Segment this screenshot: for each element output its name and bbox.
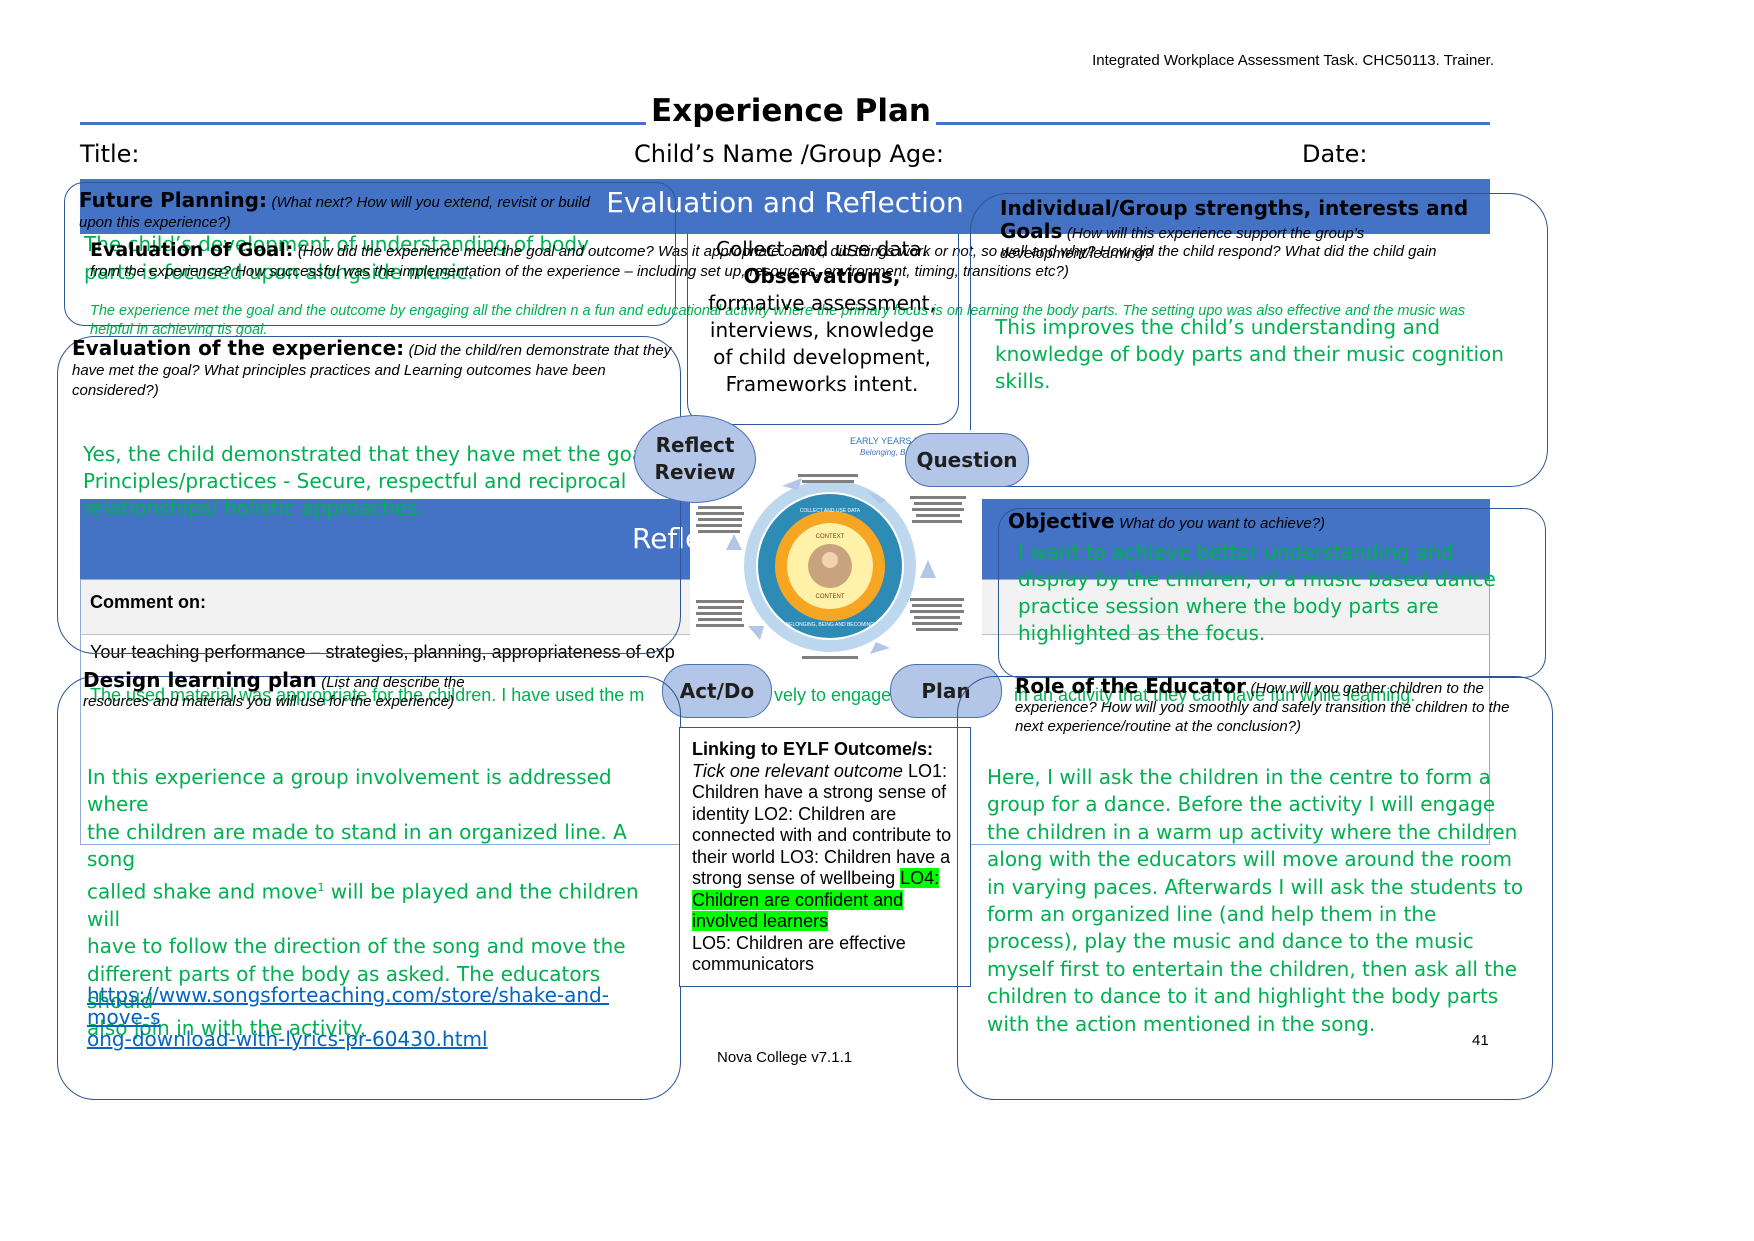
page-number: 41	[1472, 1032, 1489, 1049]
collect-data-line2: Observations, formative assessment, inte…	[700, 263, 944, 398]
doc-reference: Integrated Workplace Assessment Task. CH…	[1092, 52, 1494, 69]
core-context: CONTEXT	[816, 534, 845, 540]
objective-hint: What do you want to achieve?)	[1119, 515, 1326, 532]
objective-heading: Objective What do you want to achieve?)	[1008, 510, 1528, 535]
design-plan-label: Design learning plan	[83, 668, 317, 692]
observations-label: Observations,	[743, 264, 901, 288]
evaluation-reflection-bar	[80, 179, 1490, 234]
future-planning-answer: The child’s development of understanding…	[84, 232, 589, 284]
core-content: CONTENT	[816, 594, 845, 600]
role-educator-label: Role of the Educator	[1015, 674, 1246, 698]
design-line5: different parts of the body as asked. Th…	[87, 961, 601, 1013]
eylf-label: Linking to EYLF Outcome/s:	[692, 739, 934, 759]
comment-answer-right: in an activity that they can have fun wh…	[1014, 685, 1416, 705]
evaluation-experience-answer: Yes, the child demonstrated that they ha…	[83, 441, 663, 522]
outer-ring-label: COLLECT AND USE DATA	[800, 508, 861, 514]
future-planning-box	[64, 182, 676, 326]
eylf-lo1: LO1: Children have a strong sense of ide…	[692, 760, 947, 824]
song-link-line1[interactable]: https://www.songsforteaching.com/store/s…	[87, 983, 609, 1029]
comment-text: Your teaching performance – strategies, …	[90, 642, 675, 662]
evaluation-answer-line3: relationships/ holistic approaches.	[83, 496, 424, 520]
comment-label: Comment on:	[90, 592, 206, 612]
comment-answer-mid: vely to engage	[774, 685, 892, 705]
date-label: Date:	[1302, 140, 1368, 168]
role-educator-hint: (How will you gather children to the exp…	[1015, 680, 1510, 735]
eylf-box	[679, 727, 971, 987]
design-plan-heading: Design learning plan (List and describe …	[83, 668, 503, 711]
song-link[interactable]: https://www.songsforteaching.com/store/s…	[87, 984, 667, 1050]
eylf-content: Linking to EYLF Outcome/s: Tick one rele…	[692, 739, 960, 976]
eylf-lo5: LO5: Children are effective communicator…	[692, 932, 906, 975]
design-line3a: called shake and move	[87, 879, 318, 904]
objective-label: Objective	[1008, 509, 1115, 533]
collect-data-text: Collect and use data. Observations, form…	[700, 236, 944, 398]
design-line6: also join in with the activity.	[87, 1016, 366, 1041]
strengths-box	[970, 193, 1548, 487]
design-line4: have to follow the direction of the song…	[87, 934, 626, 959]
collect-data-line1: Collect and use data.	[716, 237, 928, 261]
role-educator-box	[957, 676, 1553, 1100]
eylf-lo2: LO2: Children are connected with and con…	[692, 803, 952, 867]
collect-data-detail: formative assessment, interviews, knowle…	[708, 291, 936, 396]
role-educator-heading: Role of the Educator (How will you gathe…	[1015, 674, 1535, 736]
eylf-lo3: LO3: Children have a strong sense of wel…	[692, 846, 951, 889]
comment-answer-left: The used material was appropriate for th…	[90, 685, 645, 705]
future-planning-label: Future Planning:	[79, 188, 267, 212]
evaluation-experience-hint: (Did the child/ren demonstrate that they…	[72, 342, 672, 399]
footer-college: Nova College v7.1.1	[717, 1049, 853, 1066]
design-plan-answer: In this experience a group involvement i…	[87, 764, 667, 1043]
reflect-review-pill: Reflect Review	[634, 415, 756, 503]
song-link-line2[interactable]: ong-download-with-lyrics-pr-60430.html	[87, 1027, 488, 1051]
evaluation-answer-line2: Principles/practices - Secure, respectfu…	[83, 469, 627, 493]
evaluation-goal-hint: (How did the experience meet the goal an…	[90, 243, 1437, 280]
evaluation-goal-answer: The experience met the goal and the outc…	[90, 303, 1466, 338]
collect-data-box	[687, 234, 959, 425]
strengths-hint: (How will this experience support the gr…	[1000, 225, 1365, 262]
title-rule-left	[80, 122, 646, 125]
objective-answer: I want to achieve better understanding a…	[1018, 540, 1496, 645]
planning-cycle-graphic: EARLY YEARS PLANNING CYCLE Belonging, Be…	[696, 436, 993, 659]
ring-label: BELONGING, BEING AND BECOMING	[786, 622, 874, 628]
evaluation-experience-heading: Evaluation of the experience: (Did the c…	[72, 338, 672, 401]
page-title: Experience Plan	[651, 93, 931, 127]
question-pill: Question	[905, 433, 1029, 487]
strengths-answer: This improves the child’s understanding …	[995, 315, 1504, 393]
title-rule-right	[936, 122, 1490, 125]
future-planning-heading: Future Planning: (What next? How will yo…	[79, 190, 619, 233]
eylf-hint: Tick one relevant outcome	[692, 760, 903, 781]
objective-box	[998, 508, 1546, 678]
design-plan-hint: (List and describe the resources and mat…	[83, 674, 465, 710]
footnote-marker: 1	[317, 880, 325, 894]
evaluation-goal-label: Evaluation of Goal:	[90, 239, 294, 261]
design-line2: the children are made to stand in an org…	[87, 819, 627, 872]
evaluation-experience-label: Evaluation of the experience:	[72, 336, 405, 360]
title-label: Title:	[80, 140, 140, 168]
future-planning-hint: (What next? How will you extend, revisit…	[79, 194, 590, 231]
design-line3b: will be played and the children will	[87, 879, 639, 931]
design-line3: called shake and move1 will be played an…	[87, 874, 667, 933]
evaluation-goal-heading: Evaluation of Goal: (How did the experie…	[90, 240, 1470, 282]
strengths-heading: Individual/Group strengths, interests an…	[1000, 198, 1520, 264]
role-educator-answer: Here, I will ask the children in the cen…	[987, 765, 1524, 1036]
evaluation-answer-line1: Yes, the child demonstrated that they ha…	[83, 442, 657, 466]
design-line1: In this experience a group involvement i…	[87, 765, 612, 817]
strengths-label: Individual/Group strengths, interests an…	[1000, 196, 1469, 243]
child-name-label: Child’s Name /Group Age:	[634, 140, 945, 168]
